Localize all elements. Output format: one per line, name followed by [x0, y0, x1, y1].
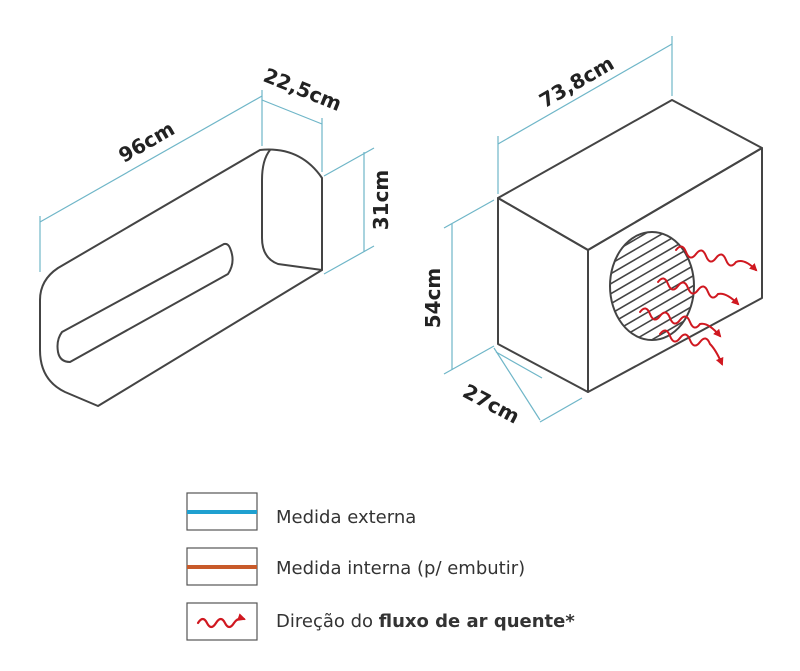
- legend-label-internal: Medida interna (p/ embutir): [276, 558, 525, 579]
- hot-air-arrow-icon: [639, 307, 722, 338]
- legend-label-airflow: Direção do fluxo de ar quente*: [276, 611, 575, 632]
- hot-air-arrow-icon: [196, 613, 246, 629]
- outdoor-depth-label: 27cm: [459, 379, 524, 429]
- outdoor-unit: [497, 99, 763, 393]
- indoor-width-label: 96cm: [114, 116, 178, 167]
- legend: Medida externa Medida interna (p/ embuti…: [186, 492, 575, 641]
- hot-air-arrow-icon: [675, 245, 758, 272]
- outdoor-unit-side-face: [497, 197, 589, 393]
- legend-airflow-prefix: Direção do: [276, 611, 379, 632]
- legend-item-external: Medida externa: [186, 492, 416, 531]
- indoor-height-label: 31cm: [369, 170, 393, 231]
- hot-air-arrow-icon: [659, 329, 724, 366]
- legend-swatch-airflow: [186, 602, 258, 641]
- indoor-unit-side-face: [261, 149, 323, 271]
- outdoor-unit-front-face: [587, 147, 763, 393]
- indoor-depth-label: 22,5cm: [260, 63, 345, 116]
- legend-airflow-bold: fluxo de ar quente*: [379, 611, 576, 632]
- legend-item-internal: Medida interna (p/ embutir): [186, 547, 525, 586]
- hot-air-arrows: [639, 245, 758, 366]
- indoor-dimension-lines: [39, 90, 375, 275]
- indoor-unit: [39, 148, 323, 407]
- outdoor-unit-top-face: [497, 99, 763, 251]
- legend-label-external: Medida externa: [276, 507, 416, 528]
- outdoor-dimension-lines: [443, 36, 673, 423]
- indoor-unit-air-slot: [56, 242, 234, 363]
- outdoor-height-label: 54cm: [421, 268, 445, 329]
- hot-air-arrow-icon: [657, 277, 740, 306]
- legend-item-airflow: Direção do fluxo de ar quente*: [186, 602, 575, 641]
- indoor-unit-body: [39, 148, 323, 407]
